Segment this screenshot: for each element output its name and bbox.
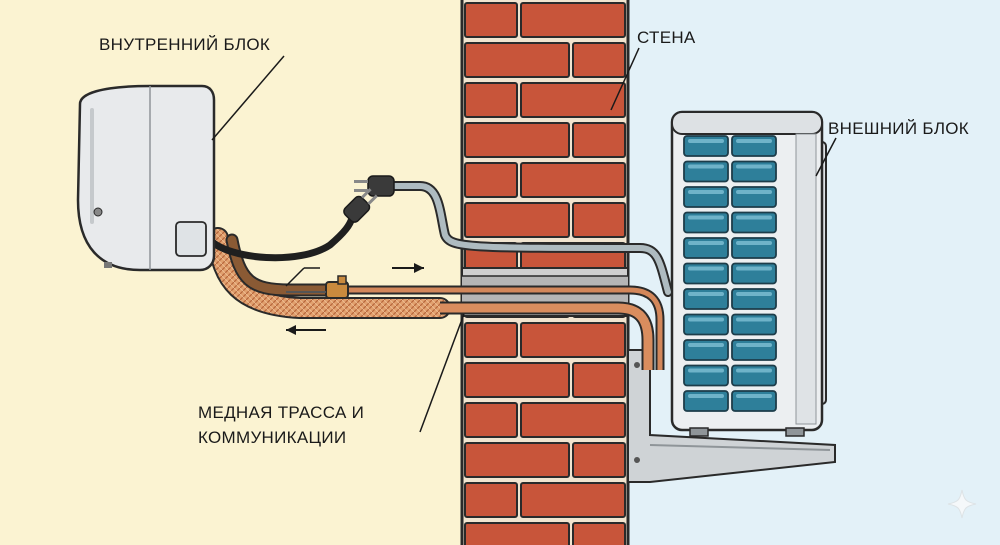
return-arrow-icon xyxy=(285,267,320,287)
condenser-fin-highlight xyxy=(688,368,724,373)
insulated-hose xyxy=(207,227,451,319)
condenser-fin-highlight xyxy=(736,266,772,271)
condenser-fin-highlight xyxy=(688,394,724,398)
power-cable-outdoor xyxy=(390,181,673,297)
condenser-fin-highlight xyxy=(736,292,772,296)
condenser-fin-highlight xyxy=(736,215,772,220)
leader-lines xyxy=(211,47,837,433)
flow-arrow-right-icon xyxy=(392,263,424,273)
indoor-unit xyxy=(76,84,216,272)
condenser-fin-highlight xyxy=(736,164,772,169)
condenser-fin-highlight xyxy=(688,164,724,169)
sparkle-icon xyxy=(947,489,977,519)
condenser-fin-highlight xyxy=(688,139,724,143)
label-outdoor-unit: ВНЕШНИЙ БЛОК xyxy=(828,119,969,138)
condenser-fin-highlight xyxy=(688,343,724,347)
condenser-fin-highlight xyxy=(736,394,772,398)
flare-nut xyxy=(286,275,349,299)
condenser-fin-highlight xyxy=(736,343,772,347)
condenser-fin-highlight xyxy=(736,368,772,373)
condenser-fin-highlight xyxy=(736,317,772,322)
condenser-fin-highlight xyxy=(688,241,724,245)
condenser-fin-highlight xyxy=(736,139,772,143)
power-plug-icon xyxy=(343,188,378,223)
copper-pipe-lower xyxy=(440,301,655,370)
condenser-fin-highlight xyxy=(688,292,724,296)
condenser-fin-highlight xyxy=(688,215,724,220)
label-wall: СТЕНА xyxy=(637,28,696,47)
flow-arrow-left-icon xyxy=(286,325,326,335)
label-piping-line2: КОММУНИКАЦИИ xyxy=(198,428,346,447)
power-cable-indoor xyxy=(206,214,356,262)
label-piping-line1: МЕДНАЯ ТРАССА И xyxy=(198,403,364,422)
copper-pipe-upper xyxy=(340,285,665,370)
condenser-fin-highlight xyxy=(736,241,772,245)
condenser-fin-grid xyxy=(683,135,777,412)
condenser-fin-highlight xyxy=(688,190,724,194)
label-indoor-unit: ВНУТРЕННИЙ БЛОК xyxy=(99,35,270,54)
condenser-fin-highlight xyxy=(688,266,724,271)
outdoor-unit xyxy=(670,110,827,437)
condenser-fin-highlight xyxy=(688,317,724,322)
power-plug-icon xyxy=(354,175,395,197)
condenser-fin-highlight xyxy=(736,190,772,194)
